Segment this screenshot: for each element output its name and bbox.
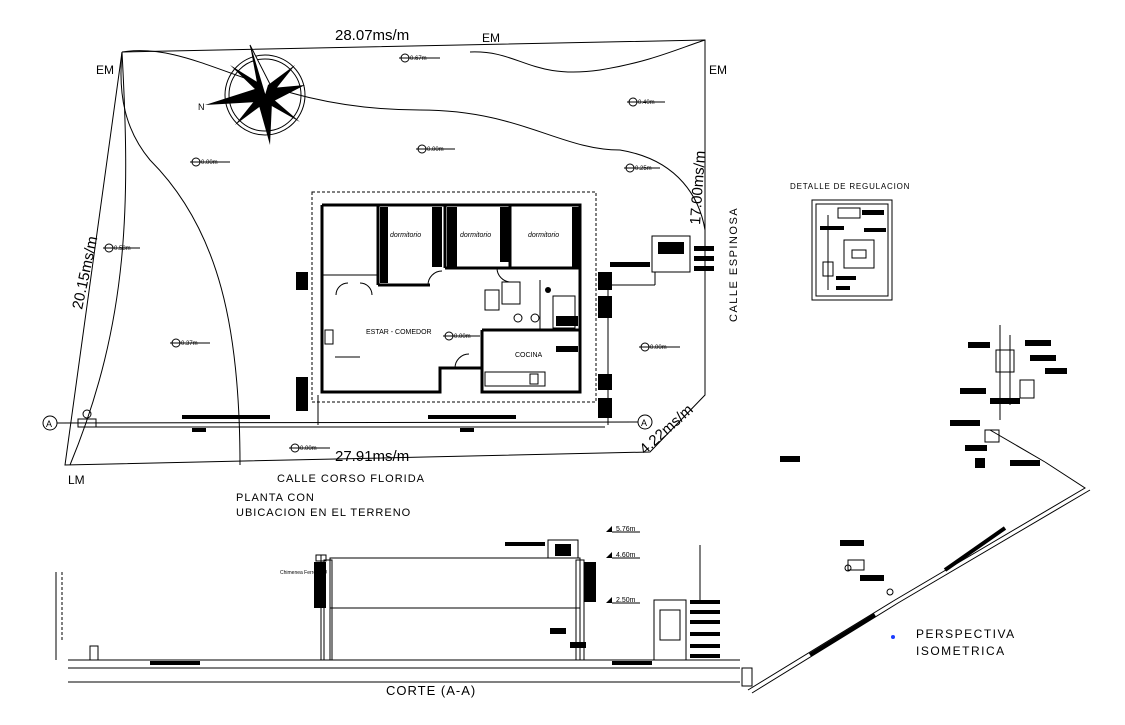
contour-line bbox=[120, 51, 241, 466]
level-marker: 0.37m bbox=[170, 338, 210, 348]
chimney-note: Chimenea Ferrol 4"Ø bbox=[280, 570, 327, 576]
isometric-perspective: PERSPECTIVA ISOMETRICA bbox=[741, 325, 1091, 694]
room-label: ESTAR - COMEDOR bbox=[366, 329, 432, 336]
contour-line bbox=[69, 51, 127, 466]
room-label: dormitorio bbox=[528, 232, 559, 239]
section-marker: A bbox=[46, 419, 52, 429]
contour-line bbox=[469, 39, 706, 73]
level-marker: 0.00m bbox=[443, 331, 480, 341]
detail-title: DETALLE DE REGULACION bbox=[790, 182, 910, 191]
section-level: 4.60m bbox=[616, 552, 636, 559]
room-label: dormitorio bbox=[460, 232, 491, 239]
em-marker: EM bbox=[709, 63, 727, 77]
lot-boundary bbox=[64, 39, 706, 466]
plan-title-line2: UBICACION EN EL TERRENO bbox=[236, 507, 411, 519]
level-text: 0.25m bbox=[635, 166, 652, 172]
iso-title-line1: PERSPECTIVA bbox=[916, 627, 1016, 641]
setback-line bbox=[311, 191, 597, 403]
dim-bottom: 27.91ms/m bbox=[335, 448, 409, 465]
level-text: 0.58m bbox=[114, 246, 131, 252]
iso-title-line2: ISOMETRICA bbox=[916, 644, 1006, 658]
contour-line bbox=[121, 50, 706, 231]
level-text: 0.00m bbox=[201, 160, 218, 166]
section-title: CORTE (A-A) bbox=[386, 683, 476, 698]
section-level: 5.76m bbox=[616, 526, 636, 533]
street-bottom: CALLE CORSO FLORIDA bbox=[277, 473, 425, 485]
level-marker: 0.00m bbox=[639, 342, 680, 352]
level-text: 0.40m bbox=[638, 100, 655, 106]
section-marker: A bbox=[641, 418, 647, 428]
street-right: CALLE ESPINOSA bbox=[728, 207, 740, 322]
section-line: A A bbox=[42, 409, 653, 432]
level-marker: 0.25m bbox=[624, 163, 660, 173]
north-arrow: N bbox=[198, 44, 306, 145]
site-plan: N 0.67m 0.40m 0.00m 0.00m 0.25m 0.58m bbox=[42, 27, 740, 519]
level-text: 0.37m bbox=[181, 341, 198, 347]
level-text: 0.00m bbox=[427, 147, 444, 153]
house-floor-plan: dormitorio dormitorio dormitorio ESTAR -… bbox=[296, 191, 714, 425]
section-level: 2.50m bbox=[616, 597, 636, 604]
level-text: 0.00m bbox=[300, 446, 317, 452]
level-marker: 0.00m bbox=[190, 157, 230, 167]
room-label: COCINA bbox=[515, 352, 543, 359]
level-marker: 0.67m bbox=[399, 53, 440, 63]
section-a-a: 5.76m 4.60m 2.50m Chimenea Ferrol 4"Ø CO… bbox=[55, 526, 740, 698]
level-marker: 0.58m bbox=[103, 243, 140, 253]
level-text: 0.00m bbox=[650, 345, 667, 351]
blue-point-marker bbox=[891, 635, 895, 639]
svg-text:N: N bbox=[198, 102, 205, 112]
dim-top: 28.07ms/m bbox=[335, 27, 409, 44]
level-marker: 0.40m bbox=[627, 97, 665, 107]
level-text: 0.67m bbox=[410, 56, 427, 62]
dim-right: 17.00ms/m bbox=[687, 150, 709, 225]
regulation-detail: DETALLE DE REGULACION bbox=[790, 182, 910, 301]
level-text: 0.00m bbox=[454, 334, 471, 340]
em-marker: EM bbox=[482, 31, 500, 45]
lm-marker: LM bbox=[68, 473, 85, 487]
plan-title-line1: PLANTA CON bbox=[236, 492, 315, 504]
room-label: dormitorio bbox=[390, 232, 421, 239]
level-marker: 0.00m bbox=[416, 144, 455, 154]
level-marker: 0.00m bbox=[289, 443, 330, 453]
em-marker: EM bbox=[96, 63, 114, 77]
dim-corner: 4.22ms/m bbox=[636, 401, 696, 458]
dim-left: 20.15ms/m bbox=[69, 235, 101, 311]
